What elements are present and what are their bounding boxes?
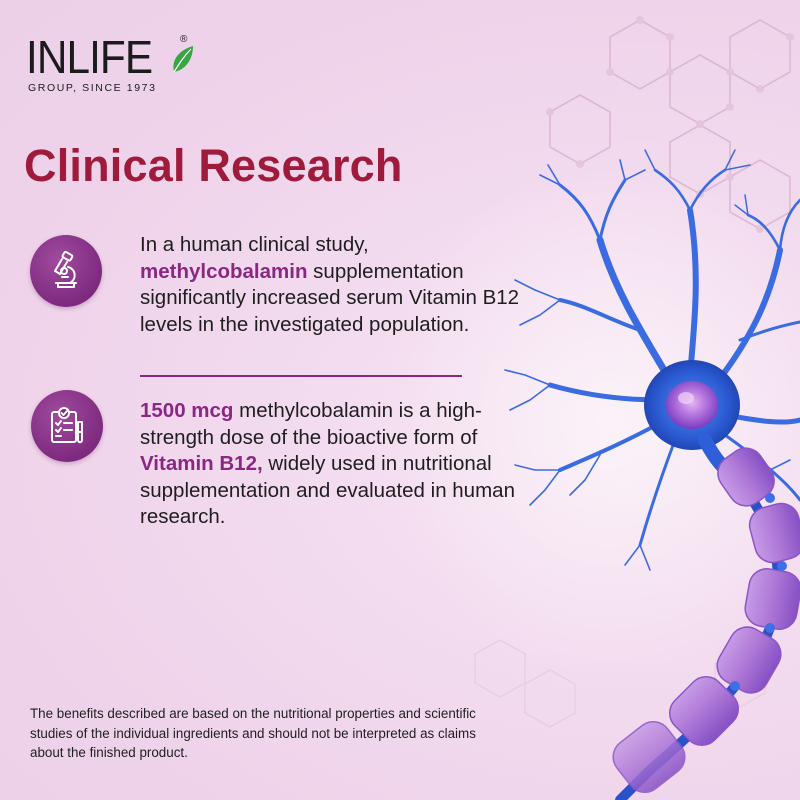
disclaimer: The benefits described are based on the … (30, 706, 476, 760)
feature-2-text: 1500 mcg methylcobalamin is a high-stren… (140, 399, 515, 528)
divider (140, 375, 462, 377)
highlight-methylcobalamin: methylcobalamin (140, 259, 308, 283)
leaf-icon (173, 46, 193, 73)
clipboard-checklist-icon (31, 390, 103, 462)
brand-tagline: GROUP, SINCE 1973 (28, 82, 157, 94)
page-title: Clinical Research (24, 140, 403, 191)
myelin-sheath (612, 447, 800, 794)
highlight-vitamin-b12: Vitamin B12, (140, 452, 263, 475)
microscope-icon (30, 235, 102, 307)
brand-name: INLIFE (26, 31, 153, 83)
nucleus (666, 381, 718, 429)
feature-1-text: In a human clinical study, methylcobalam… (140, 233, 520, 336)
brand-logo: INLIFE ® GROUP, SINCE 1973 (26, 34, 196, 94)
registered-mark: ® (180, 34, 188, 45)
highlight-dose: 1500 mcg (140, 399, 234, 422)
